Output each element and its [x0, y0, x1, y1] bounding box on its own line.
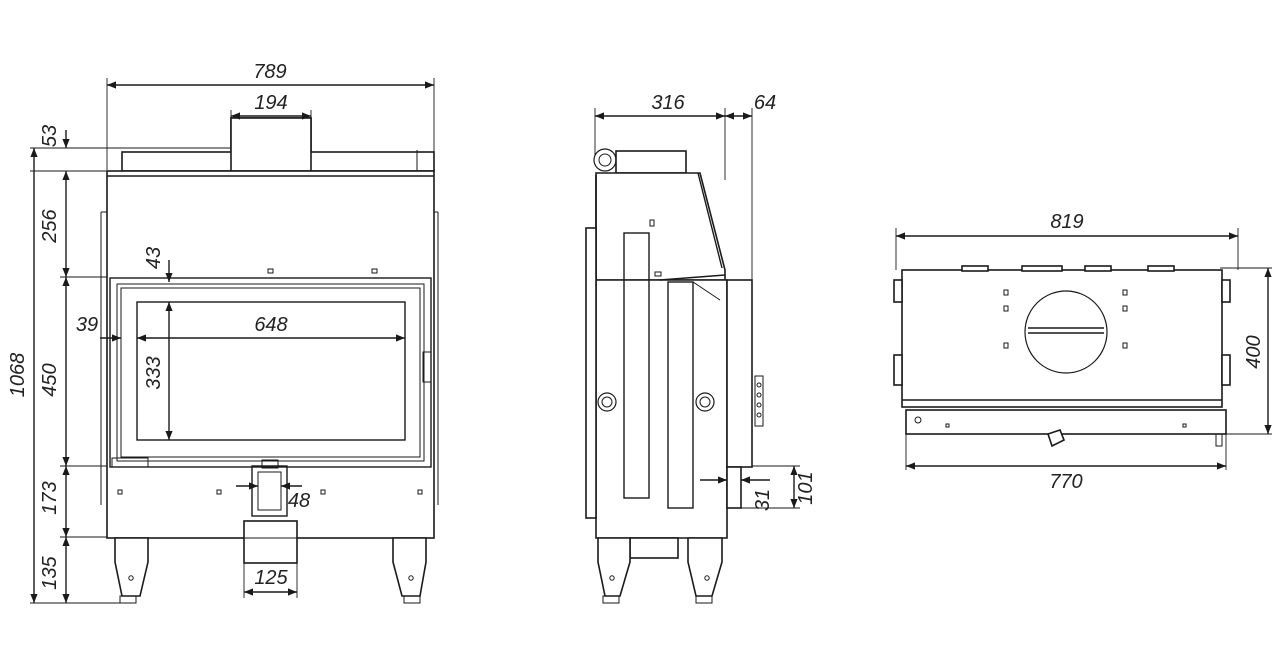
side-rear-frame	[726, 279, 753, 468]
dim-rear-offset: 64	[754, 92, 776, 114]
front-dimension-lines	[30, 81, 434, 603]
dim-door-height: 450	[39, 363, 61, 396]
dim-air-duct-width: 125	[254, 567, 288, 589]
dim-side-gap: 39	[76, 314, 98, 336]
dim-glass-height: 333	[143, 356, 165, 389]
dim-lower-height: 101	[795, 471, 817, 504]
dim-width-overall: 789	[253, 61, 286, 83]
dim-flue-width: 194	[254, 92, 287, 114]
side-knob-right	[695, 392, 715, 412]
side-knob-left	[597, 392, 617, 412]
side-front-panel	[585, 227, 597, 519]
dim-side-depth: 316	[651, 92, 685, 114]
dim-glass-width: 648	[254, 314, 287, 336]
top-dimension-lines	[896, 232, 1272, 470]
dim-top-flange: 53	[39, 125, 61, 147]
right-leg	[392, 537, 427, 597]
dim-legs-height: 135	[39, 555, 61, 589]
left-leg	[114, 537, 149, 597]
dim-lower-offset: 31	[752, 489, 774, 511]
side-left-leg	[597, 537, 631, 597]
top-extension-lines	[895, 228, 1272, 470]
dim-top-width-inner: 770	[1049, 471, 1082, 493]
dim-inlet-width: 48	[288, 490, 310, 512]
dim-top-width-outer: 819	[1050, 211, 1083, 233]
top-flue-opening	[1024, 290, 1108, 374]
side-view: 316 64 31 101	[585, 92, 817, 604]
dim-total-height: 1068	[7, 353, 29, 398]
air-inlet	[251, 465, 288, 517]
dim-top-depth: 400	[1243, 335, 1265, 368]
top-view: 819 400 770	[893, 211, 1272, 493]
dim-upper-section: 256	[39, 208, 61, 243]
air-duct	[243, 520, 298, 564]
dim-lower-section: 173	[39, 481, 61, 514]
side-slot-left	[623, 232, 650, 499]
front-view: 789 194 53 256 1068 450 43 39 648 333 17…	[7, 61, 439, 604]
glass-panel	[136, 301, 406, 441]
top-front-lip	[905, 409, 1227, 435]
side-hood	[595, 172, 726, 281]
flue-outlet-side	[593, 148, 617, 172]
dim-top-gap: 43	[143, 247, 165, 269]
side-right-leg	[687, 537, 723, 597]
firebox-body	[106, 170, 435, 539]
side-dimension-lines	[595, 112, 798, 508]
